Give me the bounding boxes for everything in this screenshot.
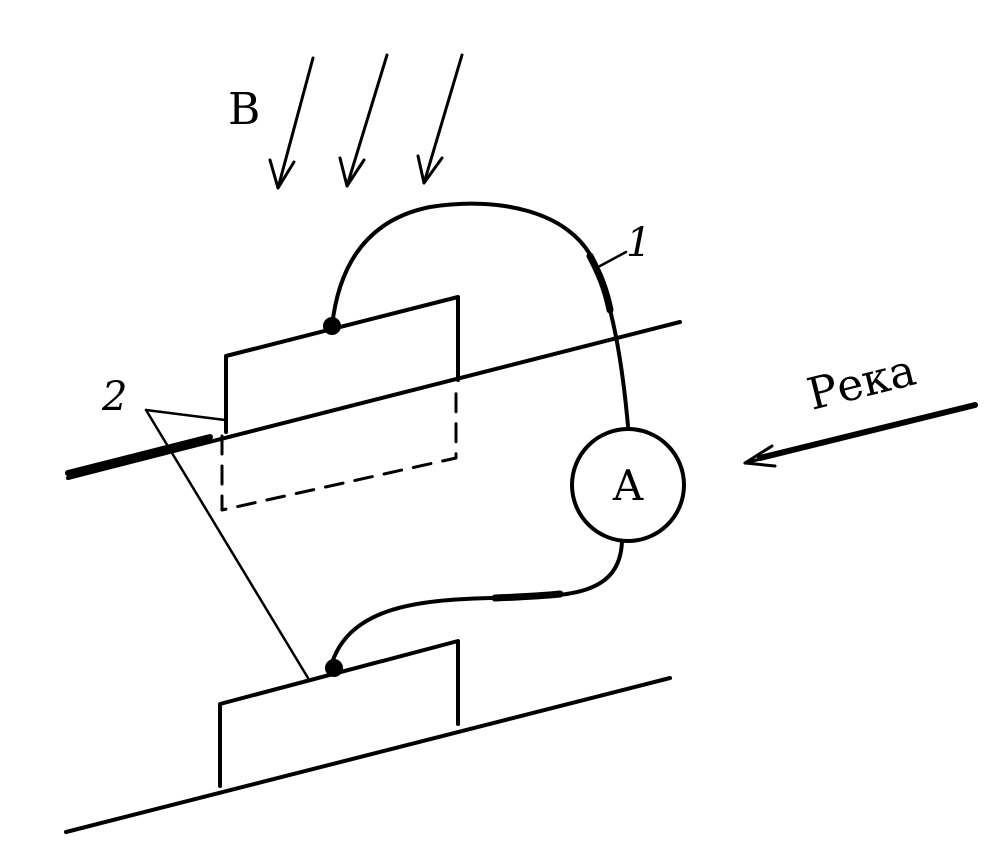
wire-number-label: 1 [626,220,651,266]
field-label: B [228,84,260,135]
wire-lower [328,539,624,672]
plates-number-label: 2 [101,374,127,420]
plates-number-leaders [144,408,310,680]
magnetic-field-arrows [268,53,464,190]
ammeter-label: A [612,461,644,510]
lower-bank-line [64,676,672,834]
ammeter-circle [570,427,686,543]
ammeter: A [570,427,686,543]
lower-contact-dot [325,659,343,677]
river-label: Река [802,345,920,421]
lower-plate [218,639,460,788]
upper-plate [220,295,460,512]
wire-upper [330,201,630,428]
wire-number-leader [598,250,628,268]
upper-bank-line [65,320,682,480]
river-flow-arrow [743,402,978,468]
